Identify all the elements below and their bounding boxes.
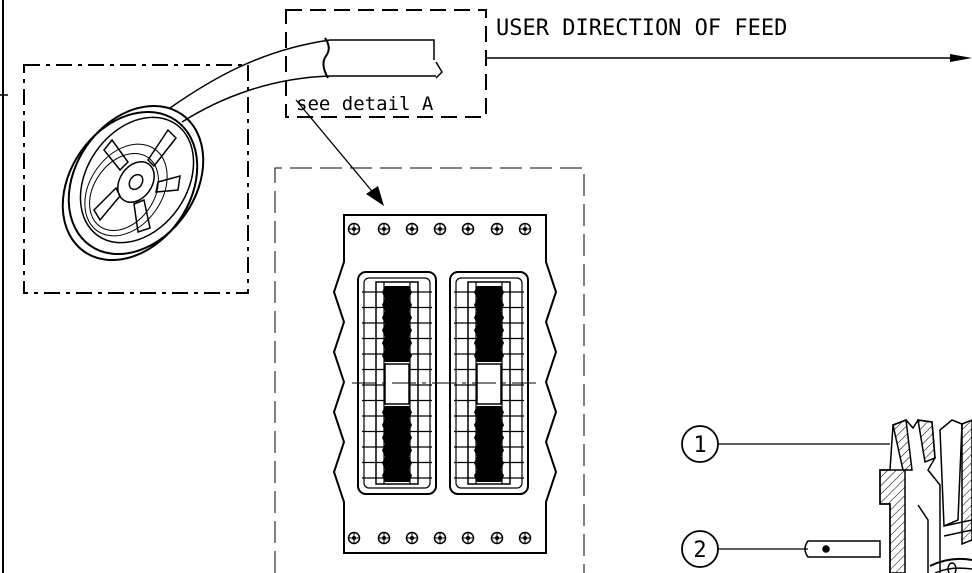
sprocket-holes-bottom xyxy=(347,531,532,545)
sprocket-hole xyxy=(461,531,475,545)
feed-direction-label: USER DIRECTION OF FEED xyxy=(496,16,787,41)
sprocket-hole xyxy=(461,222,475,236)
sprocket-holes-top xyxy=(347,222,532,236)
tape-segment-outline xyxy=(332,214,558,554)
carrier-tape xyxy=(169,37,443,123)
callout-2: 2 xyxy=(681,530,808,568)
sprocket-hole xyxy=(405,531,419,545)
detail-frame xyxy=(285,9,487,118)
detail-ref-label: see detail A xyxy=(296,93,434,115)
reel-frame xyxy=(23,64,249,294)
sprocket-hole xyxy=(490,222,504,236)
callout-2-number: 2 xyxy=(693,538,706,563)
detail-leader xyxy=(295,99,377,197)
sprocket-hole xyxy=(377,531,391,545)
sprocket-hole xyxy=(347,222,361,236)
callout-1-number: 1 xyxy=(693,433,706,458)
sprocket-hole xyxy=(405,222,419,236)
sprocket-hole xyxy=(518,222,532,236)
callout-1: 1 xyxy=(681,425,890,463)
component-pocket-left xyxy=(357,271,437,495)
sprocket-hole xyxy=(433,531,447,545)
sprocket-hole xyxy=(347,531,361,545)
sprocket-hole xyxy=(377,222,391,236)
sprocket-hole xyxy=(490,531,504,545)
detail-leader-arrowhead xyxy=(366,186,384,206)
feed-arrowhead xyxy=(950,54,972,62)
sprocket-hole xyxy=(518,531,532,545)
sprocket-hole xyxy=(433,222,447,236)
reel-icon xyxy=(61,104,205,262)
connector-section xyxy=(804,418,972,573)
detail-a-frame xyxy=(274,167,585,573)
